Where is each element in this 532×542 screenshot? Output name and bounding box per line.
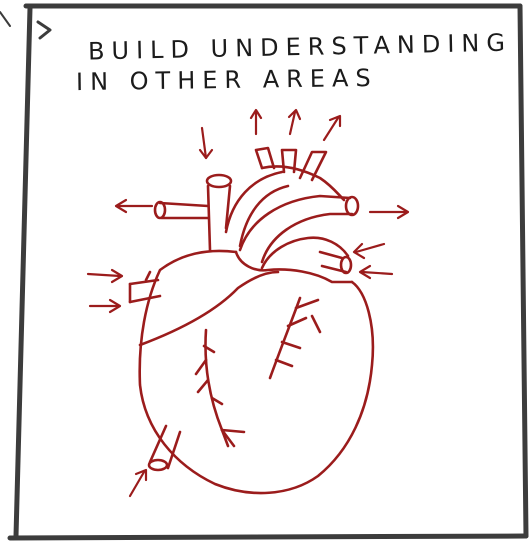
arrow-in-left-1-icon xyxy=(88,270,122,282)
arrow-in-top-icon xyxy=(200,128,212,158)
flow-arrows xyxy=(88,110,408,496)
heart-illustration xyxy=(130,148,373,493)
arrow-out-right-icon xyxy=(370,206,408,218)
arrow-in-bottom-icon xyxy=(130,470,146,496)
arrow-in-right-1-icon xyxy=(354,244,384,258)
arrow-out-up-3-icon xyxy=(324,116,340,140)
arrow-in-right-2-icon xyxy=(360,266,392,278)
caption-line-2: IN OTHER AREAS xyxy=(76,64,378,96)
arrow-in-left-2-icon xyxy=(90,300,120,312)
arrow-out-up-2-icon xyxy=(289,110,300,134)
arrow-out-left-icon xyxy=(116,200,152,212)
arrow-out-up-1-icon xyxy=(251,110,261,134)
